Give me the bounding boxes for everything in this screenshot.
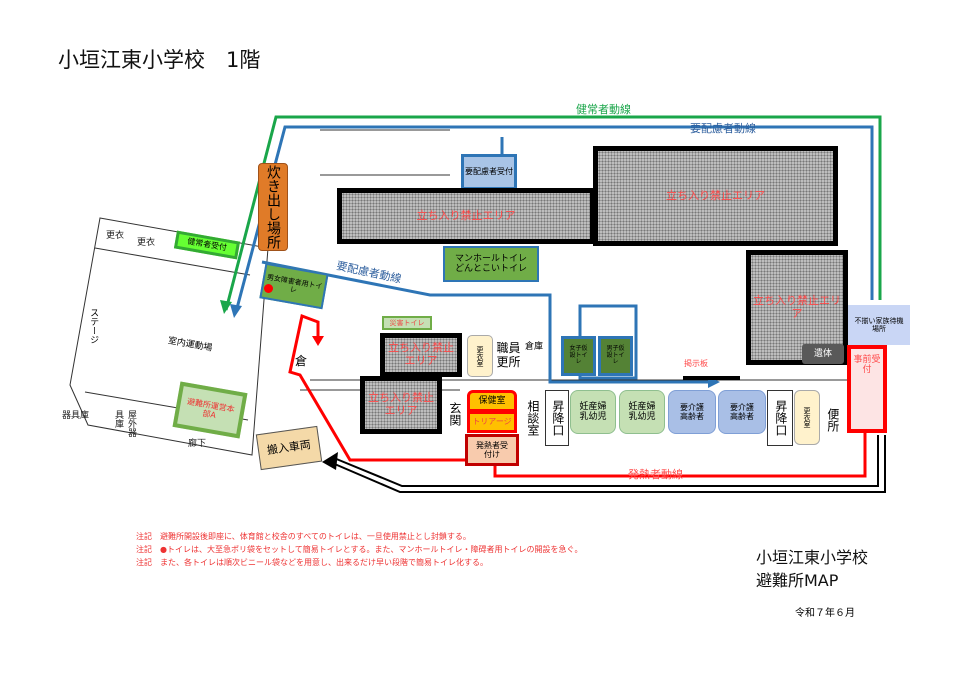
pregnant-room: 妊産婦乳幼児 (570, 390, 616, 434)
stage-label: ステージ (88, 308, 99, 344)
gym-wall (69, 217, 269, 456)
manhole-toilet: マンホールトイレ どんとこいトイレ (443, 246, 539, 282)
care-route-label: 要配慮者動線 (690, 122, 756, 135)
toilet-marker-icon (264, 284, 273, 293)
shoe-entrance: 昇降口 (545, 390, 569, 446)
shoe-entrance: 昇降口 (767, 390, 793, 446)
elderly-room: 要介護高齢者 (718, 390, 766, 434)
elderly-room: 要介護高齢者 (668, 390, 716, 434)
notes: 注記 避難所開設後即座に、体育館と校舎のすべてのトイレは、一旦使用禁止とし封鎖す… (136, 530, 583, 569)
corridor: 廊下 (188, 439, 207, 449)
fever-route-line (493, 432, 867, 478)
entrance: 玄関 (447, 402, 462, 426)
banned-area: 立ち入り禁止エリア (746, 250, 848, 365)
note: 注記 ●トイレは、大至急ポリ袋をセットして簡易トイレとする。また、マンホールトイ… (136, 545, 583, 554)
storage: 倉庫 (524, 341, 543, 352)
care-reception: 要配慮者受付 (461, 154, 517, 190)
banned-area: 立ち入り禁止エリア (360, 376, 442, 434)
changing-room: 更衣室 (467, 335, 493, 377)
outdoor-equipment-room: 屋外器具庫 (113, 410, 136, 437)
family-wait-area: 不揃い家族待機場所 (848, 305, 910, 345)
men-toilet: 男子仮設トイレ (598, 336, 633, 376)
notice-board: 掲示板 (684, 359, 708, 369)
changing-room: 更衣室 (794, 390, 820, 445)
pre-reception: 事前受付 (847, 345, 887, 433)
footer-map: 避難所MAP (756, 571, 839, 590)
note: 注記 避難所開設後即座に、体育館と校舎のすべてのトイレは、一旦使用禁止とし封鎖す… (136, 532, 471, 541)
women-toilet: 女子仮設トイレ (561, 336, 596, 376)
note: 注記 また、各トイレは順次ビニール袋などを用意し、出来るだけ早い段階で簡易トイレ… (136, 558, 488, 567)
restroom: 便所 (825, 408, 840, 432)
gym-changing: 更衣 (137, 238, 156, 248)
disaster-toilet: 災害トイレ (382, 316, 432, 330)
page-title: 小垣江東小学校 1階 (58, 48, 261, 72)
body-room: 遺体 (802, 344, 844, 364)
banned-area: 立ち入り禁止エリア (337, 188, 595, 244)
banned-area: 立ち入り禁止エリア (380, 333, 462, 377)
triage: トリアージ (467, 411, 517, 433)
fever-reception: 発熱者受付け (465, 434, 519, 466)
footer-school: 小垣江東小学校 (756, 548, 869, 567)
banned-area: 立ち入り禁止エリア (593, 146, 838, 246)
storehouse: 倉 (294, 354, 307, 369)
fever-route-label: 発熱者動線 (628, 468, 683, 481)
health-room: 保健室 (467, 390, 517, 412)
healthy-route-label: 健常者動線 (576, 103, 631, 116)
gym-changing: 更衣 (106, 231, 125, 241)
healthy-route-line (224, 115, 882, 311)
cooking-area: 炊き出し場所 (258, 163, 288, 251)
consult-room: 相談室 (525, 400, 540, 436)
footer-title: 小垣江東小学校 避難所MAP (756, 546, 868, 592)
equipment-room: 器具庫 (62, 411, 90, 421)
staff-changing: 職員更所 (496, 341, 521, 369)
footer-date: 令和７年６月 (795, 608, 855, 619)
pregnant-room: 妊産婦乳幼児 (619, 390, 665, 434)
